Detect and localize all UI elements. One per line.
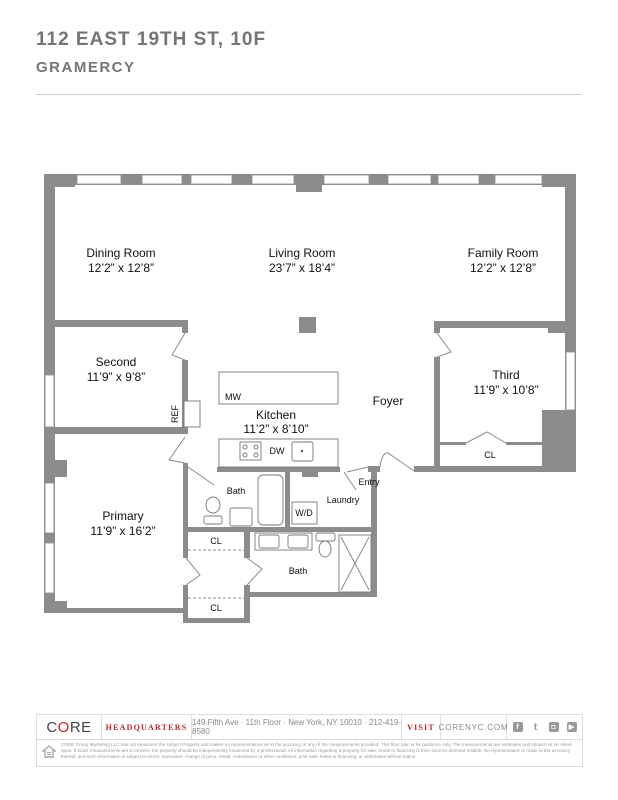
room-size-dining: 12’2” x 12’8” <box>88 261 154 275</box>
disclaimer: CORE Group Marketing LLC has not measure… <box>61 742 572 759</box>
room-size-kitchen: 11’2” x 8’10” <box>243 422 308 436</box>
room-name-bath: Bath <box>289 566 308 576</box>
column <box>299 317 316 333</box>
office-address: 149 Fifth Ave · 11th Floor · New York, N… <box>192 715 402 739</box>
website-link[interactable]: CORENYC.COM <box>439 715 508 739</box>
room-name-living: Living Room <box>269 246 336 260</box>
closet-label: CL <box>484 450 496 460</box>
closet-label: CL <box>210 603 222 613</box>
washer-dryer-icon <box>291 501 318 525</box>
header-divider <box>36 94 582 95</box>
room-name-family: Family Room <box>468 246 539 260</box>
instagram-icon[interactable]: ◘ <box>548 722 559 732</box>
room-labels: Dining Room 12’2” x 12’8” Living Room 23… <box>86 246 538 613</box>
room-size-third: 11’9” x 10’8” <box>473 383 538 397</box>
fixtures <box>183 371 372 593</box>
room-name-second: Second <box>96 355 137 369</box>
youtube-icon[interactable]: ▶ <box>566 722 577 732</box>
closet-label: CL <box>210 536 222 546</box>
listing-address: 112 EAST 19TH ST, 10F <box>36 29 267 50</box>
refrigerator <box>183 400 201 428</box>
refrigerator-label: REF <box>170 404 180 423</box>
washer-dryer-label: W/D <box>295 508 313 518</box>
bath-sink-icon <box>258 534 280 549</box>
room-size-primary: 11’9” x 16’2” <box>90 524 155 538</box>
facebook-icon[interactable]: f <box>512 722 523 732</box>
bathtub-icon <box>257 474 284 526</box>
room-name-laundry: Laundry <box>327 495 360 505</box>
room-name-dining: Dining Room <box>86 246 155 260</box>
toilet-icon <box>318 540 332 558</box>
room-size-living: 23’7” x 18’4” <box>269 261 335 275</box>
microwave-label: MW <box>225 392 241 402</box>
headquarters-label: HEADQUARTERS <box>102 715 192 739</box>
equal-housing-icon <box>42 745 56 758</box>
room-name-kitchen: Kitchen <box>256 408 296 422</box>
room-size-family: 12’2” x 12’8” <box>470 261 536 275</box>
visit-label: VISIT <box>402 715 441 739</box>
twitter-icon[interactable]: t <box>533 721 538 733</box>
neighborhood: GRAMERCY <box>36 59 136 76</box>
room-name-primary: Primary <box>102 509 143 523</box>
doors <box>168 332 507 586</box>
kitchen-island <box>218 371 339 405</box>
bath-sink-icon <box>287 534 309 549</box>
cooktop-icon <box>239 441 262 461</box>
room-name-entry: Entry <box>358 477 380 487</box>
room-name-bath: Bath <box>227 486 246 496</box>
dishwasher-label: DW <box>270 446 285 456</box>
bath-sink-icon <box>229 507 253 527</box>
kitchen-counter <box>218 438 339 468</box>
room-size-second: 11’9” x 9’8” <box>87 370 145 384</box>
room-name-foyer: Foyer <box>373 394 404 408</box>
toilet-icon <box>205 496 221 514</box>
interior-walls <box>44 317 576 623</box>
social-links: f t ◘ ▶ <box>507 715 582 739</box>
room-name-third: Third <box>492 368 519 382</box>
